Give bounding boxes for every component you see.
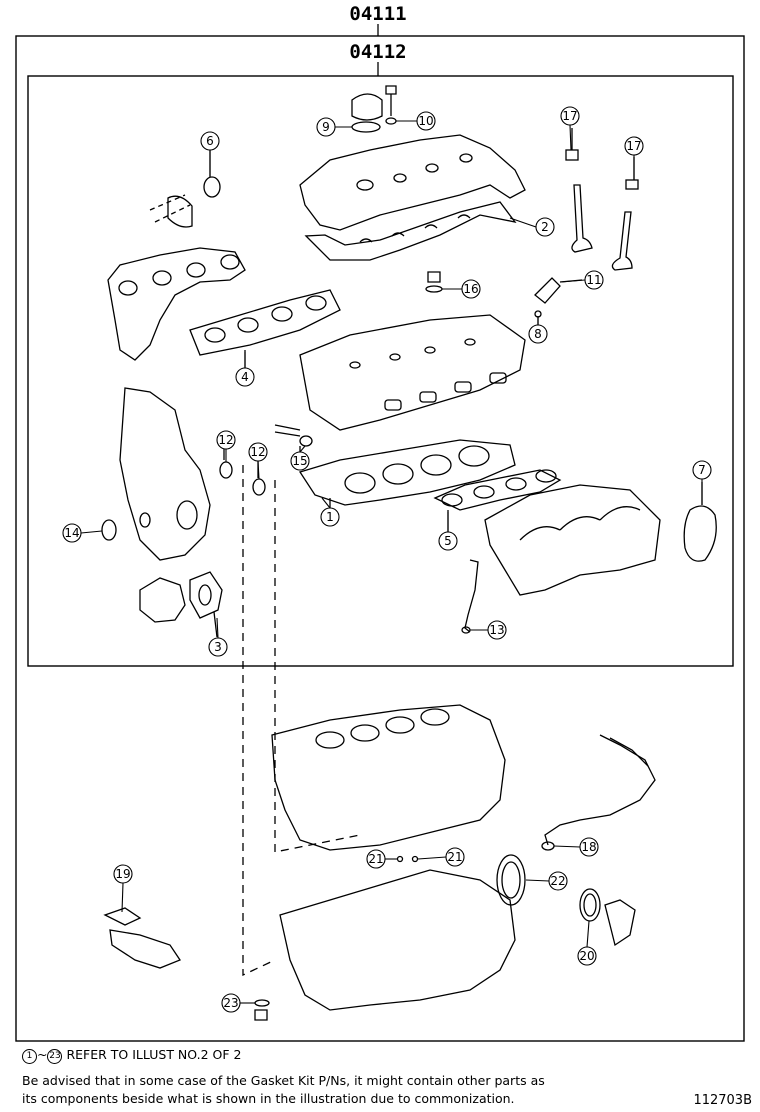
callout-number-12: 12 [250, 445, 265, 459]
callout-circle [62, 523, 82, 543]
illustration-number: 112703B [693, 1093, 752, 1108]
callout-circle [438, 531, 458, 551]
callout-circle [366, 849, 386, 869]
callout-number-8: 8 [534, 327, 542, 341]
cylinder-head-gasket [298, 439, 516, 506]
callout-number-4: 4 [241, 370, 249, 384]
callout-number-21: 21 [447, 850, 462, 864]
callout-number-23: 23 [223, 996, 238, 1010]
callout-number-14: 14 [64, 526, 79, 540]
water-pump [139, 577, 186, 623]
callout-number-1: 1 [326, 510, 334, 524]
refer-note: 1~23 REFER TO ILLUST NO.2 OF 2 [22, 1046, 241, 1064]
range-start-badge: 1 [22, 1049, 37, 1064]
callout-circle [584, 270, 604, 290]
callout-circle [487, 620, 507, 640]
callout-number-13: 13 [489, 623, 504, 637]
callout-leader [569, 124, 572, 151]
callout-circle [290, 451, 310, 471]
callout-circle [208, 637, 228, 657]
callout-circle [624, 136, 644, 156]
oil-pan [279, 869, 516, 1011]
oil-strainer [109, 929, 181, 969]
callout-number-17: 17 [626, 139, 641, 153]
callout-leader [121, 882, 124, 913]
cylinder-head-cover [299, 134, 526, 231]
callout-leader [80, 530, 103, 534]
callout-number-16: 16 [463, 282, 478, 296]
exhaust-valve [611, 211, 633, 271]
callout-circle [113, 864, 133, 884]
kit-04111-frame [15, 35, 745, 1042]
kit-04112-frame [27, 75, 734, 667]
callout-number-5: 5 [444, 534, 452, 548]
callout-circle [445, 847, 465, 867]
commonization-note-line-2: its components beside what is shown in t… [22, 1091, 515, 1106]
kit-number-04112: 04112 [349, 41, 406, 63]
callout-circle [461, 279, 481, 299]
callout-number-17: 17 [562, 109, 577, 123]
intake-manifold [484, 484, 661, 596]
callout-leader [417, 856, 447, 860]
callout-number-3: 3 [214, 640, 222, 654]
callout-number-2: 2 [541, 220, 549, 234]
water-pump-gasket [189, 571, 223, 619]
callout-circle [579, 837, 599, 857]
refer-text: REFER TO ILLUST NO.2 OF 2 [66, 1047, 242, 1062]
callout-circle [235, 367, 255, 387]
callout-circle [692, 460, 712, 480]
callout-leader [321, 497, 331, 509]
callout-number-20: 20 [579, 949, 594, 963]
callout-circle [528, 324, 548, 344]
callout-number-9: 9 [322, 120, 330, 134]
intake-manifold-gasket [433, 469, 562, 511]
callout-circle [416, 111, 436, 131]
callout-number-12: 12 [218, 433, 233, 447]
callout-circle [248, 442, 268, 462]
oil-pipe [544, 734, 656, 846]
callout-leader [257, 460, 260, 480]
exhaust-manifold-gasket [189, 289, 341, 356]
callout-circle [316, 117, 336, 137]
callout-number-22: 22 [550, 874, 565, 888]
cylinder-block [271, 704, 506, 851]
callout-leader [525, 879, 550, 882]
callout-number-10: 10 [418, 114, 433, 128]
callout-number-11: 11 [586, 273, 601, 287]
callout-circle [535, 217, 555, 237]
callout-number-6: 6 [206, 134, 214, 148]
intake-valve [571, 184, 593, 253]
callout-circle [216, 430, 236, 450]
callout-leader [560, 279, 586, 283]
callout-number-7: 7 [698, 463, 706, 477]
callout-circle [560, 106, 580, 126]
kit-number-04111: 04111 [349, 3, 406, 25]
callout-leader [553, 845, 581, 848]
callout-number-18: 18 [581, 840, 596, 854]
callout-circle [577, 946, 597, 966]
callout-number-19: 19 [115, 867, 130, 881]
callout-leader [216, 617, 219, 639]
timing-chain-cover [119, 387, 211, 561]
callout-leader [586, 920, 590, 948]
range-end-badge: 23 [47, 1049, 63, 1064]
callout-circle [320, 507, 340, 527]
exhaust-manifold [107, 247, 246, 361]
oil-filler-cap [351, 93, 383, 121]
range-separator: ~ [37, 1047, 48, 1062]
callout-circle [221, 993, 241, 1013]
callout-number-21: 21 [368, 852, 383, 866]
callout-circle [200, 131, 220, 151]
callout-leader [299, 445, 306, 453]
commonization-note-line-1: Be advised that in some case of the Gask… [22, 1073, 545, 1088]
cylinder-head [299, 314, 526, 431]
head-cover-bolt [385, 85, 397, 116]
callout-number-15: 15 [292, 454, 307, 468]
callout-leader [509, 217, 537, 228]
callout-circle [548, 871, 568, 891]
head-cover-gasket [304, 201, 517, 261]
